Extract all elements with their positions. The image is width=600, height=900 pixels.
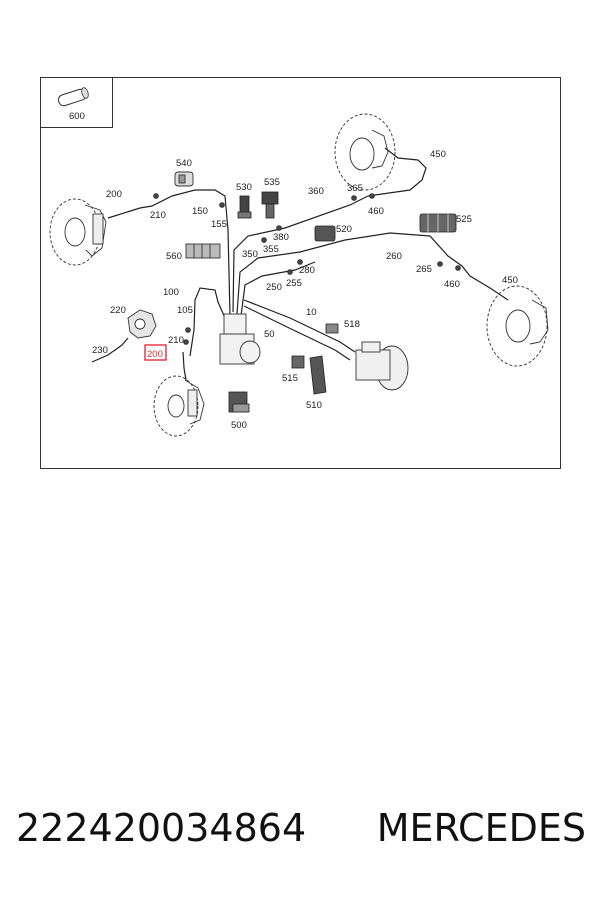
label-265: 265 — [416, 264, 432, 275]
label-460-upper: 460 — [368, 206, 384, 217]
label-518: 518 — [344, 319, 360, 330]
label-255: 255 — [286, 278, 302, 289]
label-10: 10 — [306, 307, 317, 318]
block-518-icon — [325, 323, 339, 334]
bracket-220-icon — [127, 309, 157, 339]
label-230: 230 — [92, 345, 108, 356]
label-530: 530 — [236, 182, 252, 193]
label-200-upper: 200 — [106, 189, 122, 200]
label-510: 510 — [306, 400, 322, 411]
diagram-frame — [40, 77, 561, 469]
pedal-unit-510-icon — [309, 355, 327, 395]
label-525: 525 — [456, 214, 472, 225]
label-535: 535 — [264, 177, 280, 188]
label-210-upper: 210 — [150, 210, 166, 221]
label-560: 560 — [166, 251, 182, 262]
fittings — [153, 193, 461, 345]
sensor-540-icon — [174, 171, 194, 187]
label-365: 365 — [347, 183, 363, 194]
brake-lines — [91, 147, 509, 381]
connector-535-icon — [261, 191, 279, 219]
label-360: 360 — [308, 186, 324, 197]
label-515: 515 — [282, 373, 298, 384]
label-520: 520 — [336, 224, 352, 235]
label-450-lower: 450 — [502, 275, 518, 286]
brake-booster-master-cylinder — [355, 341, 409, 391]
switch-515-icon — [291, 355, 305, 369]
label-350: 350 — [242, 249, 258, 260]
label-540: 540 — [176, 158, 192, 169]
label-450-upper: 450 — [430, 149, 446, 160]
label-155: 155 — [211, 219, 227, 230]
connector-530-icon — [237, 195, 252, 219]
part-number: 222420034864 — [16, 806, 307, 850]
part-info-row: 222420034864 MERCEDES — [0, 806, 600, 866]
abs-hydraulic-unit — [219, 313, 261, 365]
label-280: 280 — [299, 265, 315, 276]
label-380: 380 — [273, 232, 289, 243]
label-220: 220 — [110, 305, 126, 316]
label-105: 105 — [177, 305, 193, 316]
label-355: 355 — [263, 244, 279, 255]
label-150: 150 — [192, 206, 208, 217]
rear-lower-brake-disc — [486, 285, 549, 367]
connector-525-icon — [419, 213, 457, 233]
brand-name: MERCEDES — [376, 806, 586, 850]
module-500-icon — [228, 391, 250, 413]
label-200-lower-highlighted: 200 — [147, 349, 163, 360]
relay-block-560-icon — [185, 243, 221, 259]
label-500: 500 — [231, 420, 247, 431]
rear-upper-brake-disc — [334, 113, 396, 191]
label-100: 100 — [163, 287, 179, 298]
bushing-600-icon — [57, 87, 89, 107]
label-210-lower: 210 — [168, 335, 184, 346]
brake-system-diagram: 600 540 530 535 360 365 450 200 210 150 … — [40, 77, 561, 469]
label-50: 50 — [264, 329, 275, 340]
label-600: 600 — [69, 111, 85, 122]
module-520-icon — [314, 225, 336, 242]
highlight-box-200[interactable] — [144, 344, 167, 361]
label-460-lower: 460 — [444, 279, 460, 290]
label-260: 260 — [386, 251, 402, 262]
inset-box-600 — [40, 77, 113, 128]
label-250: 250 — [266, 282, 282, 293]
front-right-brake-disc — [153, 375, 205, 437]
front-left-brake-disc — [49, 198, 107, 266]
